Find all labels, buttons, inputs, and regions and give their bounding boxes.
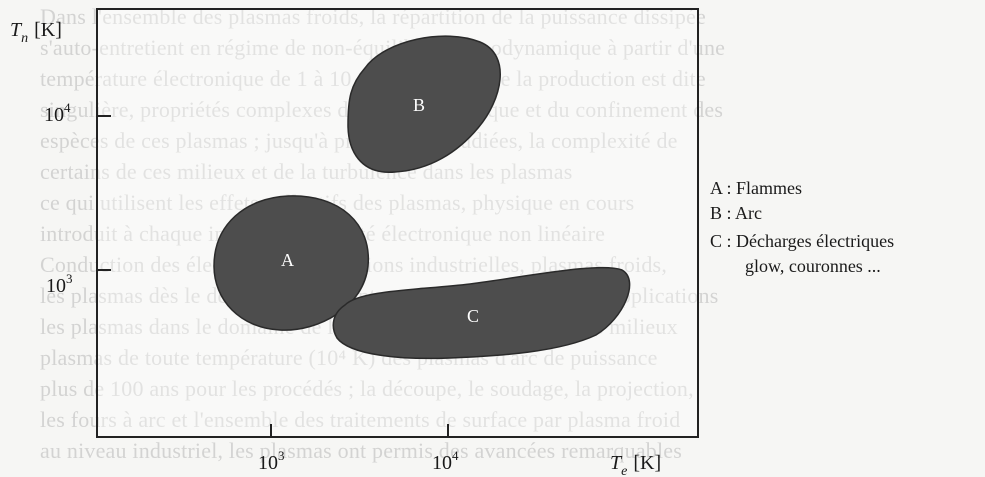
region-c-label: C [467, 306, 479, 326]
x-axis-label: Te[K] [610, 452, 661, 477]
x-tick-label: 103 [258, 448, 285, 474]
region-c [332, 266, 631, 360]
region-b-label: B [413, 95, 425, 115]
legend-item-decharges-cont: glow, couronnes ... [745, 256, 881, 276]
legend: A : Flammes B : Arc C : Décharges électr… [710, 178, 894, 276]
region-b [347, 35, 501, 173]
y-tick-label: 103 [46, 271, 73, 297]
y-tick-label: 104 [44, 100, 71, 126]
y-axis-label: Tn[K] [10, 19, 62, 46]
legend-item-decharges: C : Décharges électriques [710, 231, 894, 251]
x-tick-label: 104 [432, 448, 459, 474]
region-a [213, 195, 370, 331]
legend-item-flammes: A : Flammes [710, 178, 802, 198]
region-a-label: A [281, 250, 294, 270]
legend-item-arc: B : Arc [710, 203, 762, 223]
